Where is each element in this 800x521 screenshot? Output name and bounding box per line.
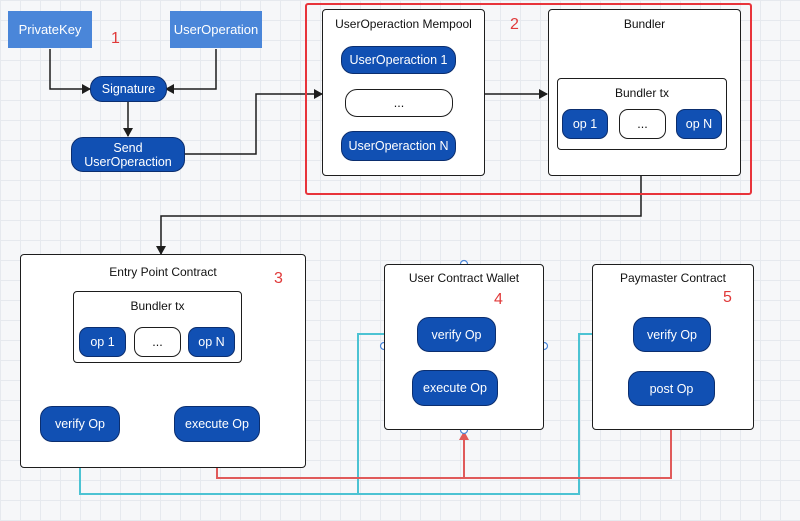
entry-op-1[interactable]: op 1 (79, 327, 126, 357)
step-number-4: 4 (494, 291, 503, 308)
send-user-operation-node[interactable]: Send UserOperaction (71, 137, 185, 172)
bundler-op-1[interactable]: op 1 (562, 109, 608, 139)
entry-verify-op[interactable]: verify Op (40, 406, 120, 442)
mempool-item-n[interactable]: UserOperaction N (341, 131, 456, 161)
mempool-title: UserOperaction Mempool (335, 17, 472, 31)
bundler-op-ellipsis[interactable]: ... (619, 109, 666, 139)
paymaster-title: Paymaster Contract (619, 271, 727, 285)
entry-bundler-tx-title: Bundler tx (130, 299, 185, 313)
bundler-op-n[interactable]: op N (676, 109, 722, 139)
step-number-3: 3 (274, 270, 283, 287)
user-operation-node[interactable]: UserOperation (170, 11, 262, 48)
entry-op-ellipsis[interactable]: ... (134, 327, 181, 357)
paymaster-verify-op[interactable]: verify Op (633, 317, 711, 352)
entry-point-title: Entry Point Contract (109, 265, 217, 279)
paymaster-post-op[interactable]: post Op (628, 371, 715, 406)
signature-node[interactable]: Signature (90, 76, 167, 102)
entry-op-n[interactable]: op N (188, 327, 235, 357)
bundler-tx-title: Bundler tx (614, 86, 670, 100)
step-number-1: 1 (111, 30, 120, 47)
wallet-title: User Contract Wallet (408, 271, 520, 285)
arrow-bundler-to-entrypoint (156, 176, 642, 255)
bundler-title: Bundler (623, 17, 666, 31)
mempool-item-1[interactable]: UserOperaction 1 (341, 46, 456, 74)
flow-execute-to-paymaster (464, 409, 676, 479)
arrow-send-to-mempool (185, 89, 323, 155)
private-key-node[interactable]: PrivateKey (8, 11, 92, 48)
mempool-item-ellipsis[interactable]: ... (345, 89, 453, 117)
arrow-useroperation-to-signature (165, 49, 217, 94)
wallet-verify-op[interactable]: verify Op (417, 317, 496, 352)
arrow-privatekey-to-signature (49, 49, 91, 94)
entry-execute-op[interactable]: execute Op (174, 406, 260, 442)
wallet-execute-op[interactable]: execute Op (412, 370, 498, 406)
step-number-5: 5 (723, 289, 732, 306)
highlight-frame (305, 3, 752, 195)
step-number-2: 2 (510, 16, 519, 33)
